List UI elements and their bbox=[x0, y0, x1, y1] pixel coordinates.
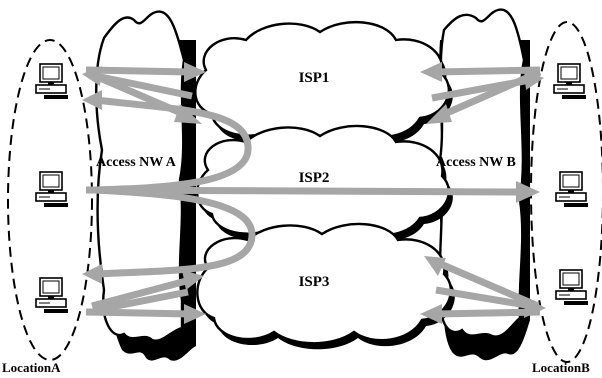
arrowhead bbox=[524, 298, 546, 318]
arrowhead bbox=[420, 62, 442, 82]
arrow-b1-isp1 bbox=[435, 66, 541, 76]
isp1-cloud bbox=[194, 20, 453, 148]
isp1-label: ISP1 bbox=[299, 70, 330, 86]
arrowhead bbox=[516, 181, 540, 203]
arrow-isp1-b1 bbox=[431, 76, 531, 102]
arrow-a2-b2 bbox=[85, 186, 521, 196]
computer-icon bbox=[555, 171, 589, 208]
arrow-a3-isp3 bbox=[85, 308, 191, 318]
location-a-label: LocationA bbox=[2, 360, 61, 375]
isp3-label: ISP3 bbox=[299, 274, 330, 290]
arrow-a1-isp1 bbox=[85, 66, 191, 76]
computer-icon bbox=[35, 277, 69, 314]
traffic-arrows bbox=[82, 62, 546, 324]
arrow-b3-isp3-upper bbox=[434, 258, 540, 310]
location-a-boundary bbox=[7, 39, 93, 361]
arrowhead bbox=[184, 304, 206, 324]
arrowhead bbox=[182, 270, 204, 290]
arrow-isp3-b3 bbox=[435, 286, 533, 310]
computer-icon bbox=[555, 269, 589, 306]
isp2-label: ISP2 bbox=[299, 170, 330, 186]
arrowhead bbox=[420, 304, 442, 324]
arrowhead bbox=[524, 70, 544, 90]
access-nw-b-label: Access NW B bbox=[436, 155, 516, 170]
arrowhead bbox=[82, 90, 102, 110]
arrow-isp1-a1 bbox=[95, 72, 193, 100]
arrowhead bbox=[82, 66, 102, 86]
arrowhead bbox=[82, 264, 102, 284]
arrowhead bbox=[424, 256, 446, 276]
arrow-a3-isp3-upper bbox=[91, 276, 191, 310]
arrowhead bbox=[184, 62, 206, 82]
computer-icon bbox=[35, 171, 69, 208]
access-network-a-shape bbox=[95, 10, 196, 361]
arrow-loop-lower bbox=[95, 186, 256, 278]
arrow-isp3-a3 bbox=[95, 288, 189, 314]
computer-icon bbox=[553, 63, 587, 100]
computer-icon bbox=[35, 63, 69, 100]
arrow-b3-isp3 bbox=[435, 308, 541, 318]
access-nw-a-label: Access NW A bbox=[96, 155, 177, 170]
location-b-label: LocationB bbox=[532, 360, 590, 375]
arrowhead bbox=[426, 104, 452, 124]
isp3-cloud bbox=[196, 222, 455, 350]
